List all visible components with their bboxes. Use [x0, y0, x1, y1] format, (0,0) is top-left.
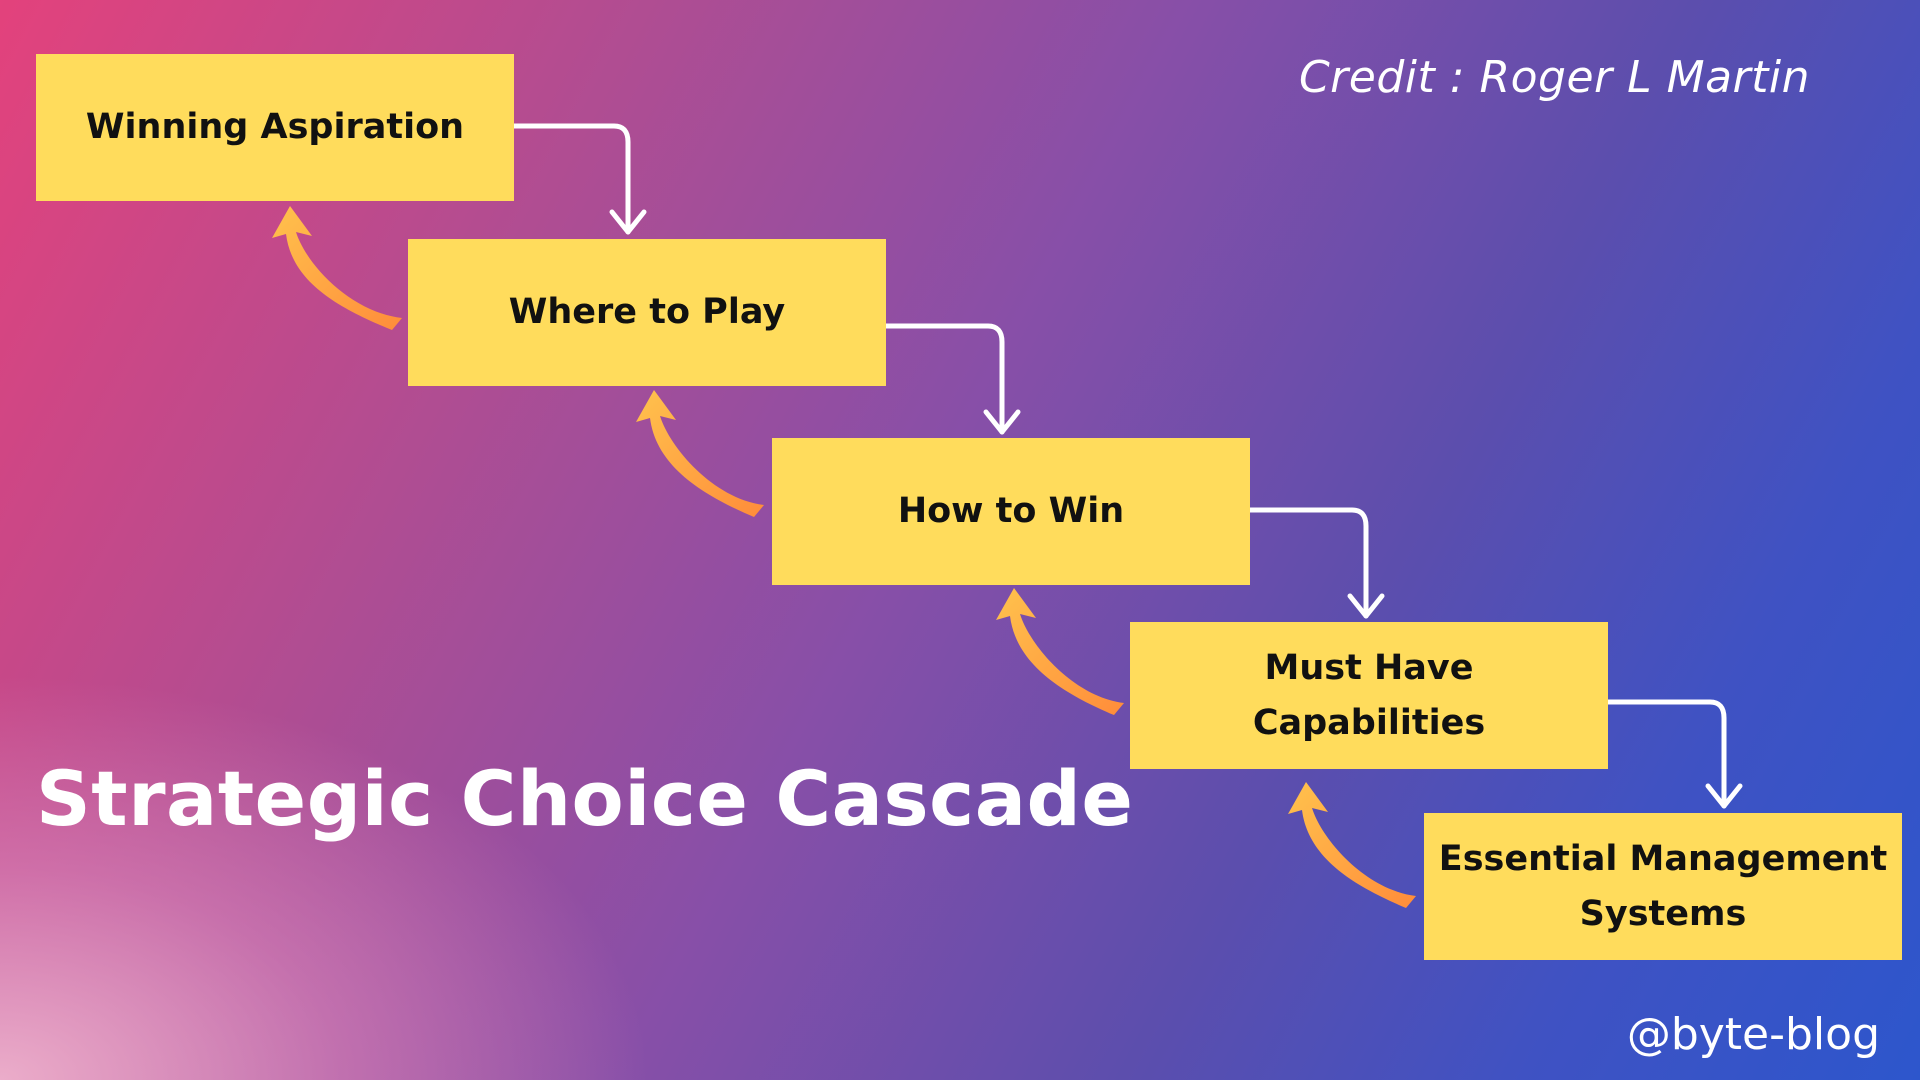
diagram-title: Strategic Choice Cascade [36, 754, 1134, 843]
step-label: Winning Aspiration [85, 107, 465, 148]
step-box-winning-aspiration: Winning Aspiration [36, 54, 514, 201]
step-label: How to Win [897, 491, 1125, 532]
step-box-how-to-win: How to Win [772, 438, 1250, 585]
feedback-arrow-3 [996, 588, 1124, 715]
step-box-must-have-capabilities: Must Have Capabilities [1130, 622, 1608, 769]
step-box-essential-management-systems: Essential Management Systems [1424, 813, 1902, 960]
forward-arrowhead-2 [983, 409, 1021, 435]
step-label: Essential Management Systems [1438, 839, 1888, 934]
forward-arrows [511, 123, 1743, 809]
forward-arrow-2 [883, 323, 1005, 435]
forward-arrowhead-1 [609, 209, 647, 235]
feedback-arrow-2 [636, 390, 764, 517]
forward-arrowhead-4 [1705, 783, 1743, 809]
forward-arrowhead-3 [1347, 593, 1385, 619]
feedback-arrow-1 [272, 206, 402, 330]
forward-arrow-4 [1605, 699, 1727, 809]
step-box-where-to-play: Where to Play [408, 239, 886, 386]
author-handle: @byte-blog [1626, 1009, 1880, 1060]
forward-arrow-1 [511, 123, 631, 235]
feedback-arrows [272, 206, 1416, 908]
feedback-arrow-4 [1288, 782, 1416, 908]
forward-arrow-3 [1247, 507, 1369, 619]
step-label: Where to Play [508, 292, 786, 333]
step-label: Must Have Capabilities [1252, 648, 1486, 743]
credit-text: Credit : Roger L Martin [1298, 52, 1810, 103]
